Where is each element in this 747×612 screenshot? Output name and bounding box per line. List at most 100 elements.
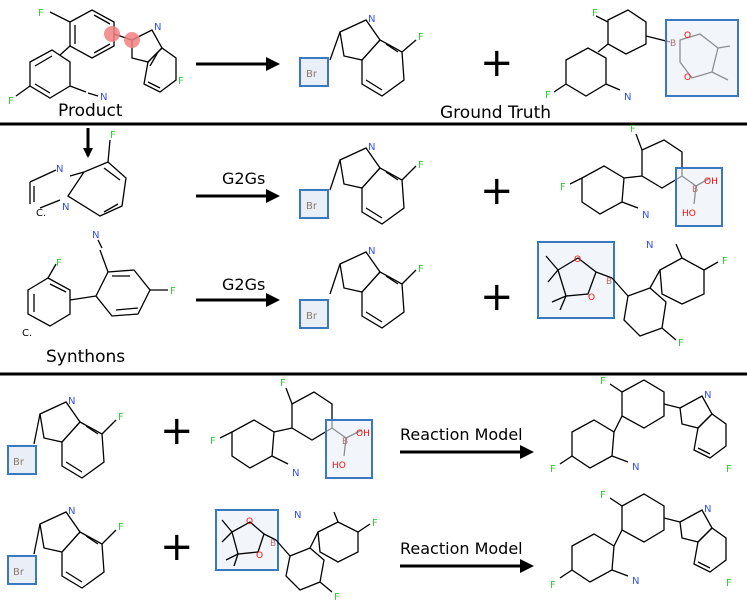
atom-label-f: F (418, 32, 424, 43)
atom-label-o: O (246, 517, 253, 527)
atom-label-br: Br (306, 69, 318, 80)
atom-label-n: N (68, 506, 75, 517)
atom-label-n: N (294, 510, 301, 521)
atom-label-radical-c: C. (22, 328, 32, 339)
atom-label-n: N (56, 164, 63, 175)
atom-label-radical-c: C. (36, 208, 46, 219)
atom-label-f: F (630, 124, 636, 135)
plus-sign: + (480, 168, 514, 214)
plus-sign: + (480, 274, 514, 320)
plus-sign: + (160, 408, 194, 454)
predicted-product-2 (559, 493, 727, 583)
leaving-group-box-br (299, 299, 329, 329)
atom-label-br: Br (306, 201, 318, 212)
bromo-imidazopyridine-input-2 (33, 511, 117, 589)
atom-label-n: N (368, 246, 375, 257)
predicted-product-1 (559, 379, 727, 469)
product-molecule (15, 9, 177, 99)
atom-label-n: N (292, 468, 299, 479)
atom-label-n: N (704, 390, 711, 401)
atom-label-b: B (606, 277, 612, 287)
atom-label-f: F (550, 580, 556, 591)
atom-label-f: F (722, 256, 728, 267)
atom-label-o: O (574, 255, 581, 265)
atom-label-oh: OH (704, 177, 718, 187)
atom-label-f: F (418, 264, 424, 275)
atom-label-f: F (600, 490, 606, 501)
leaving-group-box-br (7, 445, 37, 475)
atom-label-f: F (38, 8, 44, 19)
atom-label-b: B (270, 539, 276, 549)
atom-label-f: F (600, 376, 606, 387)
leaving-group-box-boronic-acid (675, 167, 723, 227)
leaving-group-box-br (299, 189, 329, 219)
bromo-imidazopyridine-input-1 (33, 401, 117, 479)
atom-label-b: B (692, 185, 698, 195)
pinacol-boronate-biphenyl-input (221, 511, 371, 593)
atom-label-br: Br (13, 457, 25, 468)
atom-label-br: Br (306, 311, 318, 322)
atom-label-f: F (110, 130, 116, 141)
atom-label-n: N (646, 240, 653, 251)
label-synthons: Synthons (46, 347, 125, 367)
label-g2gs-2: G2Gs (222, 275, 265, 294)
atom-label-f: F (56, 258, 62, 269)
atom-label-n: N (632, 576, 639, 587)
atom-label-n: N (154, 22, 161, 33)
atom-label-f: F (210, 436, 216, 447)
atom-label-f: F (8, 96, 14, 107)
leaving-group-box-br (7, 555, 37, 585)
atom-label-o: O (684, 31, 691, 41)
reaction-center-atom-2 (124, 32, 140, 48)
atom-label-f: F (280, 378, 286, 389)
label-g2gs-1: G2Gs (222, 169, 265, 188)
atom-label-f: F (678, 338, 684, 349)
atom-label-f: F (592, 8, 598, 19)
atom-label-f: F (372, 518, 378, 529)
atom-label-f: F (170, 286, 176, 297)
atom-label-n: N (100, 92, 107, 103)
atom-label-n: N (62, 202, 69, 213)
atom-label-n: N (704, 504, 711, 515)
synthon-biphenyl (27, 239, 168, 327)
leaving-group-box-br (299, 57, 329, 87)
bromo-imidazopyridine-predicted-1 (329, 147, 417, 225)
atom-label-f: F (118, 522, 124, 533)
atom-label-f: F (118, 412, 124, 423)
atom-label-ho: HO (682, 209, 696, 219)
atom-label-o: O (684, 73, 691, 83)
atom-label-f: F (334, 592, 340, 603)
atom-label-n: N (68, 396, 75, 407)
label-reaction-model-1: Reaction Model (400, 425, 523, 444)
bromo-imidazopyridine-reactant (329, 19, 417, 97)
atom-label-ho: HO (332, 461, 346, 471)
synthon-imidazopyridine (29, 139, 127, 217)
bromo-imidazopyridine-predicted-2 (329, 251, 417, 329)
reaction-center-atom-1 (104, 26, 120, 42)
atom-label-b: B (342, 437, 348, 447)
leaving-group-box-boronate (665, 19, 739, 97)
atom-label-f: F (726, 578, 732, 589)
atom-label-oh: OH (356, 429, 370, 439)
leaving-group-box-boronic-acid (325, 419, 373, 479)
atom-label-n: N (368, 14, 375, 25)
atom-label-n: N (632, 462, 639, 473)
atom-label-n: N (92, 230, 99, 241)
plus-sign: + (480, 40, 514, 86)
label-reaction-model-2: Reaction Model (400, 539, 523, 558)
leaving-group-box-pinacol (537, 241, 615, 319)
atom-label-f: F (560, 182, 566, 193)
atom-label-o: O (588, 293, 595, 303)
atom-label-f: F (178, 76, 184, 87)
atom-label-n: N (642, 210, 649, 221)
atom-label-f: F (545, 90, 551, 101)
atom-label-br: Br (13, 567, 25, 578)
atom-label-f: F (550, 464, 556, 475)
plus-sign: + (160, 524, 194, 570)
label-product: Product (58, 101, 123, 121)
atom-label-n: N (368, 142, 375, 153)
atom-label-b: B (670, 39, 676, 49)
atom-label-f: F (726, 464, 732, 475)
